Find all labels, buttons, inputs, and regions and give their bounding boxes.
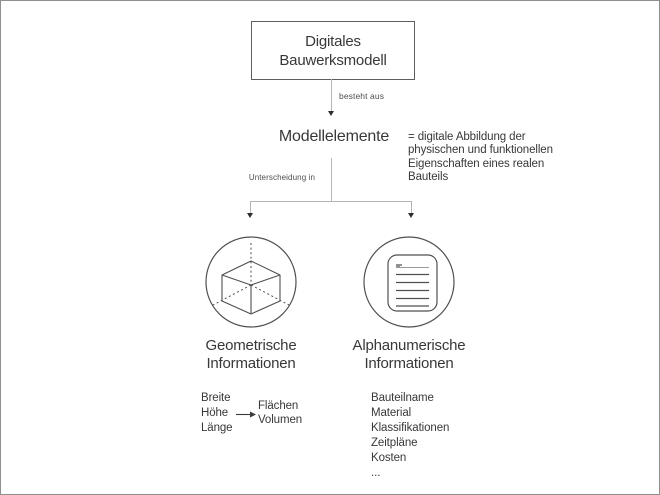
attribute-list: Bauteilname Material Klassifikationen Ze… — [371, 391, 449, 480]
definition-annotation: = digitale Abbildung der physischen und … — [408, 131, 573, 185]
edge-split-label: Unterscheidung in — [248, 173, 315, 182]
tree-left-arrowhead-icon — [247, 213, 253, 218]
edge-root-label: besteht aus — [339, 91, 385, 101]
left-branch-title-line1: Geometrische — [205, 337, 297, 354]
derived-list: Flächen Volumen — [258, 400, 302, 428]
center-node-label: Modellelemente — [278, 128, 390, 145]
right-branch-title: Alphanumerische Informationen — [332, 337, 486, 373]
list-item: Flächen — [258, 400, 299, 412]
root-node-line1: Digitales — [305, 32, 361, 50]
tree-crossbar-line — [250, 201, 412, 202]
edge-root-arrowhead-icon — [328, 111, 334, 116]
list-item: Volumen — [258, 413, 303, 426]
definition-line: Bauteils — [408, 171, 449, 184]
tree-stem-line — [331, 158, 332, 201]
definition-line: = digitale Abbildung der — [408, 131, 526, 143]
list-item: Klassifikationen — [371, 421, 450, 434]
list-item: Material — [371, 406, 412, 419]
document-icon — [363, 236, 455, 328]
left-branch-title-line2: Informationen — [206, 355, 296, 372]
list-item: Zeitpläne — [371, 436, 418, 449]
list-item: Länge — [201, 421, 233, 434]
tree-right-drop-line — [411, 201, 412, 214]
root-node-box: Digitales Bauwerksmodell — [251, 21, 415, 80]
dimension-list: Breite Höhe Länge — [201, 391, 233, 436]
tree-right-arrowhead-icon — [408, 213, 414, 218]
list-item: Kosten — [371, 451, 407, 464]
list-item: ... — [371, 466, 381, 479]
list-item: Bauteilname — [371, 392, 434, 404]
right-branch-title-line1: Alphanumerische — [352, 337, 466, 354]
list-item: Breite — [201, 392, 231, 404]
root-node-line2: Bauwerksmodell — [279, 51, 387, 69]
right-arrow-icon — [236, 411, 256, 418]
definition-line: Eigenschaften eines realen — [408, 157, 545, 170]
cube-3d-icon — [205, 236, 297, 328]
right-branch-title-line2: Informationen — [364, 355, 454, 372]
definition-line: physischen und funktionellen — [408, 144, 553, 157]
left-branch-title: Geometrische Informationen — [174, 337, 328, 373]
list-item: Höhe — [201, 406, 229, 419]
tree-left-drop-line — [250, 201, 251, 214]
edge-root-line — [331, 79, 332, 112]
